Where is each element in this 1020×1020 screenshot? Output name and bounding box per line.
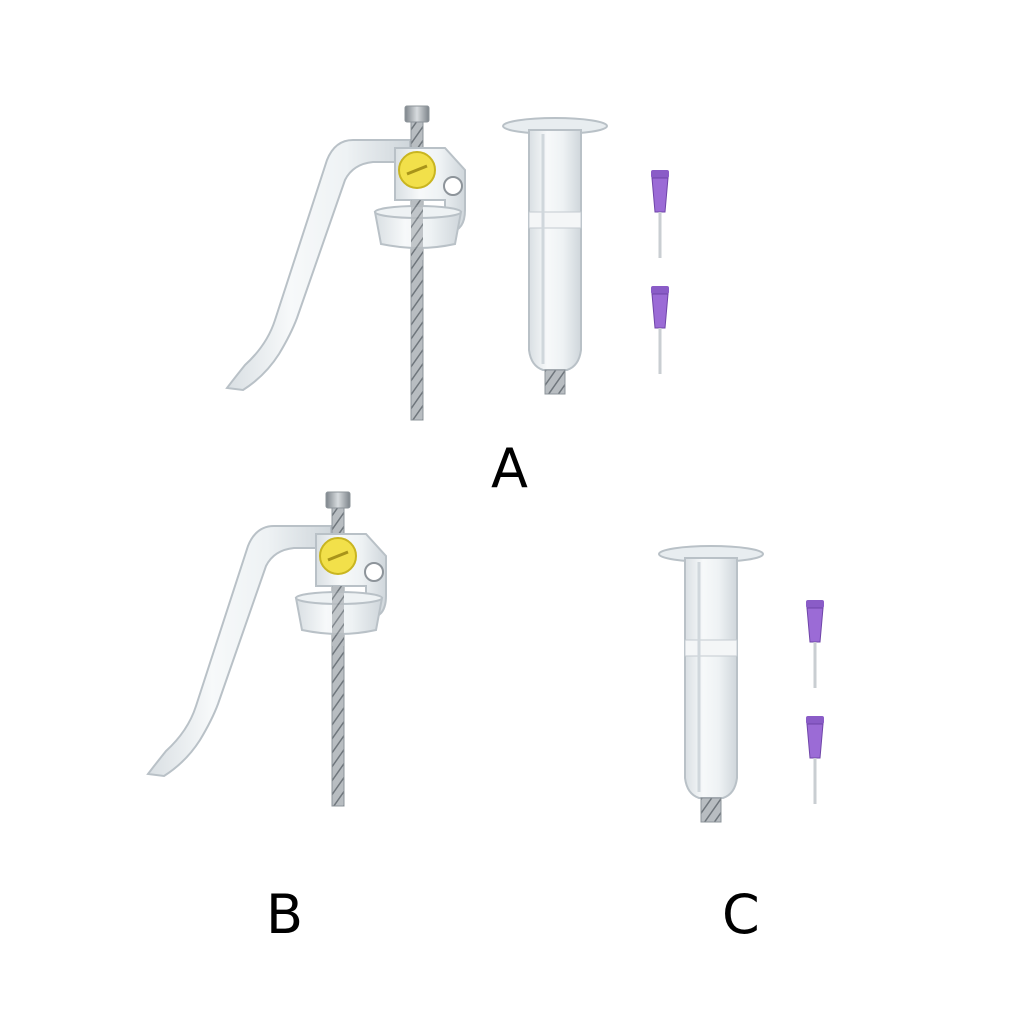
gun-b xyxy=(146,490,388,808)
needle-c-1 xyxy=(805,599,825,689)
needle-a-1 xyxy=(650,169,670,259)
gun-a xyxy=(225,104,467,422)
label-a: A xyxy=(491,437,528,500)
barrel-a xyxy=(501,116,609,396)
needle-c-2 xyxy=(805,715,825,805)
label-c: C xyxy=(722,883,760,946)
needle-a-2 xyxy=(650,285,670,375)
label-b: B xyxy=(266,883,304,946)
barrel-c xyxy=(657,544,765,824)
